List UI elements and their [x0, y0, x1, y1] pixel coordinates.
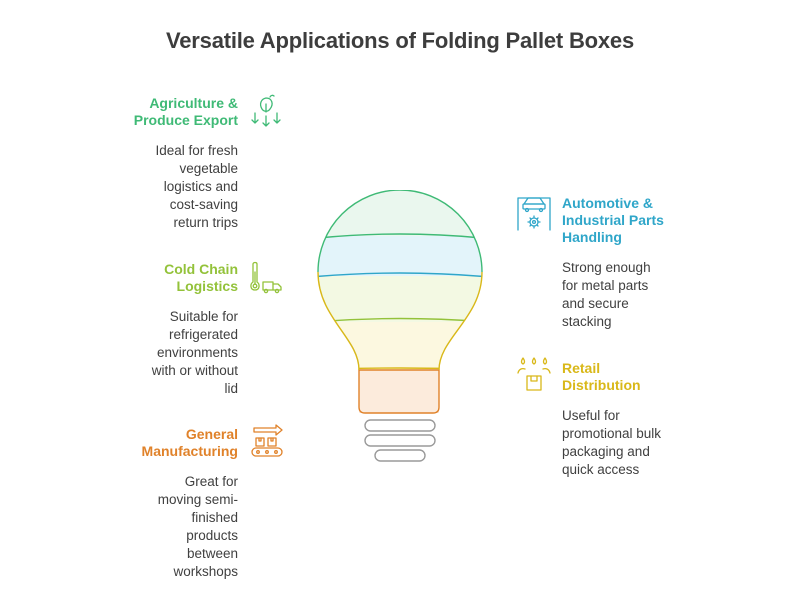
- bulb-band-yellow: [318, 322, 482, 370]
- retail-desc-line: quick access: [562, 462, 640, 477]
- retail-description: Useful for promotional bulk packaging an…: [562, 407, 782, 479]
- agriculture-heading-line: Agriculture &: [149, 95, 238, 111]
- agriculture-desc-line: vegetable: [179, 161, 238, 176]
- car-lift-gear-icon: [517, 197, 551, 231]
- agriculture-heading: Agriculture & Produce Export: [38, 95, 238, 129]
- automotive-desc-line: for metal parts: [562, 278, 649, 293]
- agriculture-description: Ideal for fresh vegetable logistics and …: [38, 142, 238, 232]
- manufacturing-desc-line: products: [186, 528, 238, 543]
- page-title: Versatile Applications of Folding Pallet…: [166, 28, 634, 53]
- cold-chain-description: Suitable for refrigerated environments w…: [38, 308, 238, 398]
- retail-block: Retail Distribution Useful for promotion…: [562, 360, 782, 479]
- retail-desc-line: Useful for: [562, 408, 620, 423]
- cold-chain-heading-line: Cold Chain: [164, 261, 238, 277]
- manufacturing-desc-line: workshops: [173, 564, 238, 579]
- agriculture-desc-line: logistics and: [163, 179, 238, 194]
- cold-chain-heading-line: Logistics: [176, 278, 238, 294]
- automotive-desc-line: stacking: [562, 314, 612, 329]
- retail-heading: Retail Distribution: [562, 360, 782, 394]
- bulb-band-lime: [318, 276, 482, 322]
- cold-chain-block: Cold Chain Logistics Suitable for refrig…: [38, 261, 238, 398]
- bulb-base-ring: [364, 419, 436, 432]
- bulb-base-ring: [364, 434, 436, 447]
- cold-chain-desc-line: with or without: [151, 363, 238, 378]
- agriculture-heading-line: Produce Export: [133, 112, 238, 128]
- manufacturing-description: Great for moving semi- finished products…: [38, 473, 238, 581]
- conveyor-belt-icon: [251, 424, 283, 457]
- manufacturing-heading: General Manufacturing: [38, 426, 238, 460]
- box-drops-icon: [517, 357, 551, 391]
- automotive-heading-line: Handling: [562, 229, 622, 245]
- retail-desc-line: packaging and: [562, 444, 650, 459]
- cold-chain-desc-line: refrigerated: [168, 327, 238, 342]
- agriculture-block: Agriculture & Produce Export Ideal for f…: [38, 95, 238, 232]
- cold-chain-heading: Cold Chain Logistics: [38, 261, 238, 295]
- automotive-heading: Automotive & Industrial Parts Handling: [562, 195, 782, 246]
- manufacturing-desc-line: between: [186, 546, 238, 561]
- manufacturing-desc-line: Great for: [184, 474, 238, 489]
- agriculture-desc-line: Ideal for fresh: [155, 143, 238, 158]
- retail-heading-line: Retail: [562, 360, 601, 376]
- lightbulb-diagram: [317, 190, 483, 462]
- manufacturing-desc-line: finished: [191, 510, 238, 525]
- automotive-desc-line: Strong enough: [562, 260, 651, 275]
- manufacturing-heading-line: Manufacturing: [141, 443, 238, 459]
- agriculture-desc-line: cost-saving: [169, 197, 238, 212]
- cold-chain-desc-line: Suitable for: [169, 309, 238, 324]
- automotive-block: Automotive & Industrial Parts Handling S…: [562, 195, 782, 331]
- manufacturing-heading-line: General: [185, 426, 238, 442]
- automotive-heading-line: Industrial Parts: [562, 212, 664, 228]
- cold-chain-desc-line: lid: [224, 381, 238, 396]
- manufacturing-block: General Manufacturing Great for moving s…: [38, 426, 238, 581]
- plant-arrows-icon: [251, 94, 281, 127]
- automotive-heading-line: Automotive &: [562, 195, 653, 211]
- agriculture-desc-line: return trips: [173, 215, 238, 230]
- manufacturing-desc-line: moving semi-: [157, 492, 238, 507]
- bulb-band-blue: [318, 236, 482, 276]
- retail-heading-line: Distribution: [562, 377, 641, 393]
- retail-desc-line: promotional bulk: [562, 426, 662, 441]
- bulb-base-ring: [374, 449, 426, 462]
- automotive-desc-line: and secure: [562, 296, 629, 311]
- thermometer-truck-icon: [250, 261, 282, 294]
- cold-chain-desc-line: environments: [156, 345, 238, 360]
- automotive-description: Strong enough for metal parts and secure…: [562, 259, 782, 331]
